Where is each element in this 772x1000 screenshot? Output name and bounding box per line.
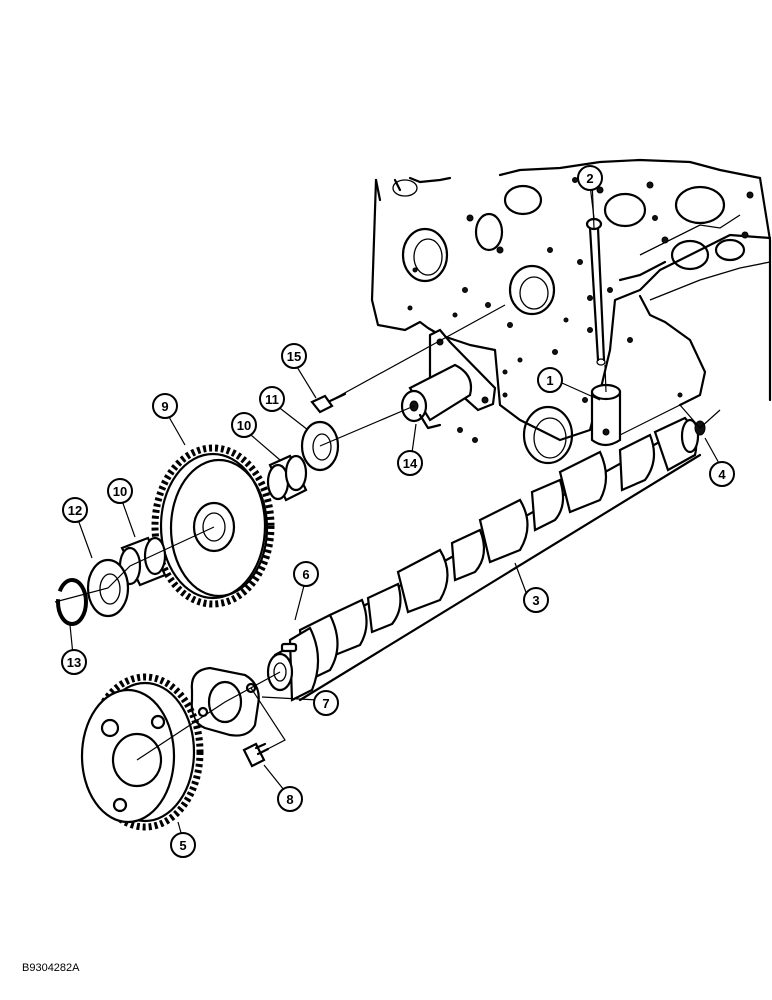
- camshaft-gear: [80, 673, 204, 831]
- callout-8: 8: [277, 786, 303, 812]
- svg-text:5: 5: [179, 838, 186, 853]
- svg-text:11: 11: [265, 392, 279, 407]
- callout-7: 7: [313, 690, 339, 716]
- callout-6: 6: [293, 561, 319, 587]
- bolt-15: [310, 392, 347, 414]
- svg-text:15: 15: [287, 349, 301, 364]
- svg-text:13: 13: [67, 655, 81, 670]
- callout-10a: 10: [231, 412, 257, 438]
- tappet: [590, 383, 622, 447]
- callout-5: 5: [170, 832, 196, 858]
- callout-14: 14: [397, 450, 423, 476]
- svg-text:6: 6: [302, 567, 309, 582]
- callout-13: 13: [61, 649, 87, 675]
- svg-text:1: 1: [546, 373, 553, 388]
- svg-text:14: 14: [403, 456, 418, 471]
- callout-10b: 10: [107, 478, 133, 504]
- snap-ring: [56, 578, 88, 626]
- svg-text:10: 10: [113, 484, 127, 499]
- svg-text:10: 10: [237, 418, 251, 433]
- callout-9: 9: [152, 393, 178, 419]
- callout-4: 4: [709, 461, 735, 487]
- callout-15: 15: [281, 343, 307, 369]
- engine-block: [370, 158, 772, 465]
- callout-3: 3: [523, 587, 549, 613]
- idler-gear: [151, 444, 275, 608]
- svg-text:4: 4: [718, 467, 726, 482]
- camshaft-support-hub: [400, 328, 497, 430]
- push-rod: [585, 217, 606, 366]
- svg-text:3: 3: [532, 593, 539, 608]
- callout-1: 1: [537, 367, 563, 393]
- figure-reference-code: B9304282A: [22, 962, 80, 974]
- bushing-upper: [266, 454, 308, 502]
- svg-text:9: 9: [161, 399, 168, 414]
- callout-12: 12: [62, 497, 88, 523]
- svg-text:7: 7: [322, 696, 329, 711]
- svg-text:12: 12: [68, 503, 82, 518]
- callout-11: 11: [259, 386, 285, 412]
- svg-text:8: 8: [286, 792, 293, 807]
- camshaft: [266, 416, 702, 702]
- svg-text:2: 2: [586, 171, 593, 186]
- callout-2: 2: [577, 165, 603, 191]
- bolt-8: [242, 742, 270, 768]
